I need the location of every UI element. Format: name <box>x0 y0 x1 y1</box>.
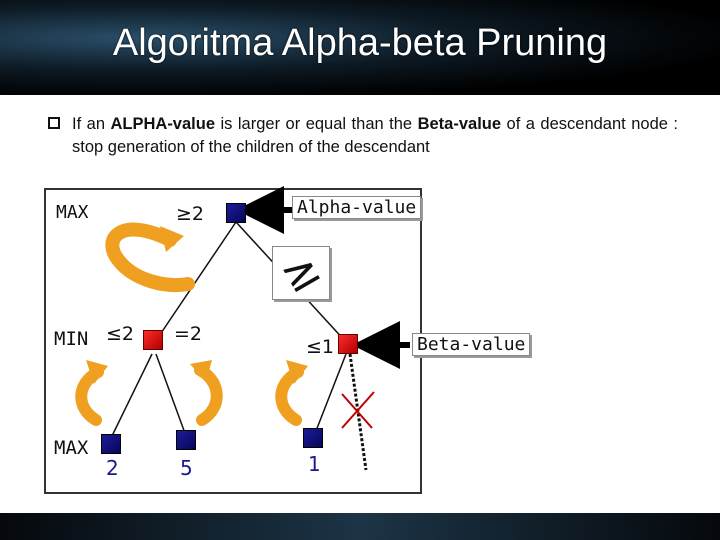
comparison-box: ≥ <box>272 241 330 304</box>
checkbox-bullet-icon <box>48 117 60 129</box>
max-top-label: MAX <box>56 202 89 223</box>
min-right-node <box>338 334 358 354</box>
leaf-node-2 <box>176 430 196 450</box>
min-left-node <box>143 330 163 350</box>
leaf-node-1 <box>101 434 121 454</box>
beta-value-callout: Beta-value <box>412 333 531 356</box>
bullet-text-pre: If an <box>72 115 111 133</box>
min-left-bound: ≤2 <box>106 323 135 345</box>
bullet-text: If an ALPHA-value is larger or equal tha… <box>72 113 678 159</box>
max-bottom-label: MAX <box>54 437 89 459</box>
leaf-node-3 <box>303 428 323 448</box>
bullet-text-post: of a descendant node : stop generation o… <box>72 115 678 156</box>
footer-bar <box>0 513 720 540</box>
bullet-text-mid: is larger or equal than the <box>215 115 418 133</box>
min-left-value: =2 <box>174 323 203 345</box>
alpha-value-callout: Alpha-value <box>292 196 422 219</box>
header: Algoritma Alpha-beta Pruning <box>0 0 720 95</box>
min-label: MIN <box>54 328 89 350</box>
leaf-value-2: 5 <box>180 456 193 480</box>
slide-title: Algoritma Alpha-beta Pruning <box>112 22 608 64</box>
min-right-value: ≤1 <box>306 336 335 358</box>
leaf-value-1: 2 <box>106 456 119 480</box>
comparison-symbol: ≥ <box>272 241 330 304</box>
bullet-alpha-term: ALPHA-value <box>110 115 216 133</box>
bullet-point: If an ALPHA-value is larger or equal tha… <box>48 113 678 159</box>
root-max-node <box>226 203 246 223</box>
root-value: ≥2 <box>176 203 205 225</box>
leaf-value-3: 1 <box>308 452 321 476</box>
bullet-beta-term: Beta-value <box>417 115 502 133</box>
